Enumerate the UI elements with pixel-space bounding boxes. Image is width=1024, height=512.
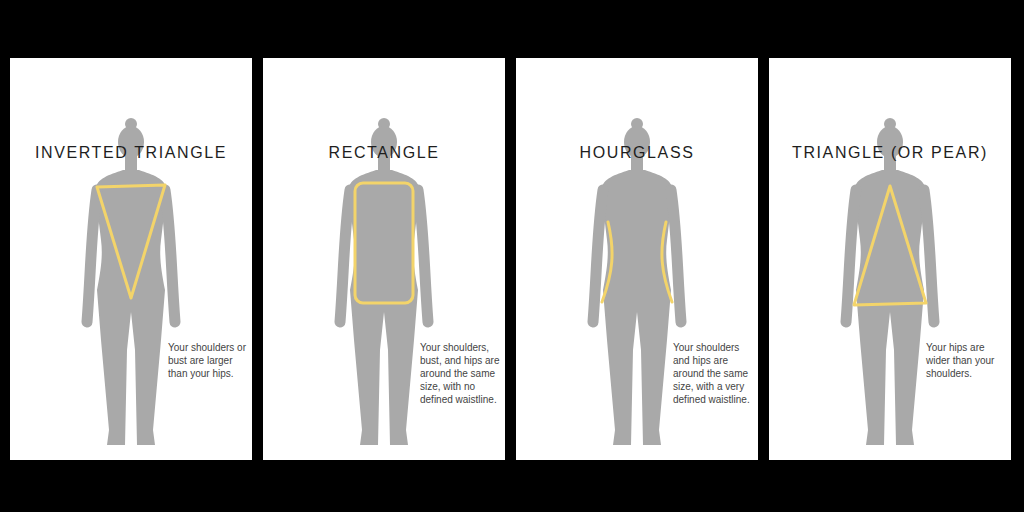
shape-title: INVERTED TRIANGLE: [10, 143, 252, 163]
figure-hourglass: [593, 118, 681, 445]
shape-title: RECTANGLE: [263, 143, 505, 163]
shape-title: TRIANGLE (OR PEAR): [769, 143, 1011, 163]
shape-description: Your shoulders or bust are larger than y…: [168, 341, 250, 380]
shape-description: Your shoulders, bust, and hips are aroun…: [420, 341, 503, 406]
figure-inverted-triangle: [87, 118, 175, 445]
figure-rectangle: [340, 118, 428, 445]
figure-triangle: [846, 118, 934, 445]
shape-description: Your shoulders and hips are around the s…: [673, 341, 756, 406]
shape-title: HOURGLASS: [516, 143, 758, 163]
shape-description: Your hips are wider than your shoulders.: [926, 341, 1009, 380]
